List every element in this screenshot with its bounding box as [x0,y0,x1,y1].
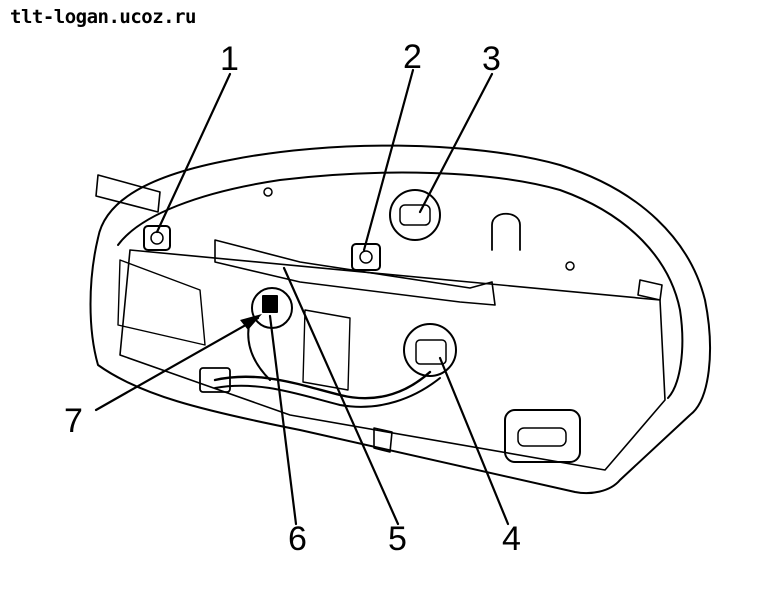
callout-7: 7 [64,402,83,440]
connector-housing [504,409,581,463]
source-watermark: tlt-logan.ucoz.ru [10,6,196,28]
hook-clip [491,212,521,251]
callout-4: 4 [502,520,521,558]
connector-pins [517,427,567,447]
leader-6 [268,314,298,526]
leader-1 [155,72,232,234]
callout-2: 2 [403,38,422,76]
mounting-plate [302,309,351,391]
bulb-socket-4 [403,323,457,377]
leader-7-arrowhead [240,314,262,330]
bulb-socket-1 [143,225,171,251]
bulb-socket-2 [351,243,381,271]
leader-5 [282,266,400,526]
leader-7 [94,316,260,412]
housing-outline [89,144,711,495]
callout-6: 6 [288,520,307,558]
harness-connector [199,367,231,393]
housing-inner-rim [117,171,684,399]
bulb-socket-3 [389,189,441,241]
leader-3 [418,72,494,214]
leader-4 [438,356,510,526]
callout-3: 3 [482,40,501,78]
leader-2 [362,68,415,252]
back-panel [119,249,666,471]
bottom-tab [373,427,393,453]
left-mount-bracket [95,174,161,213]
callout-1: 1 [220,40,239,78]
right-clip [637,279,663,301]
callout-5: 5 [388,520,407,558]
lower-left-window [117,259,206,346]
